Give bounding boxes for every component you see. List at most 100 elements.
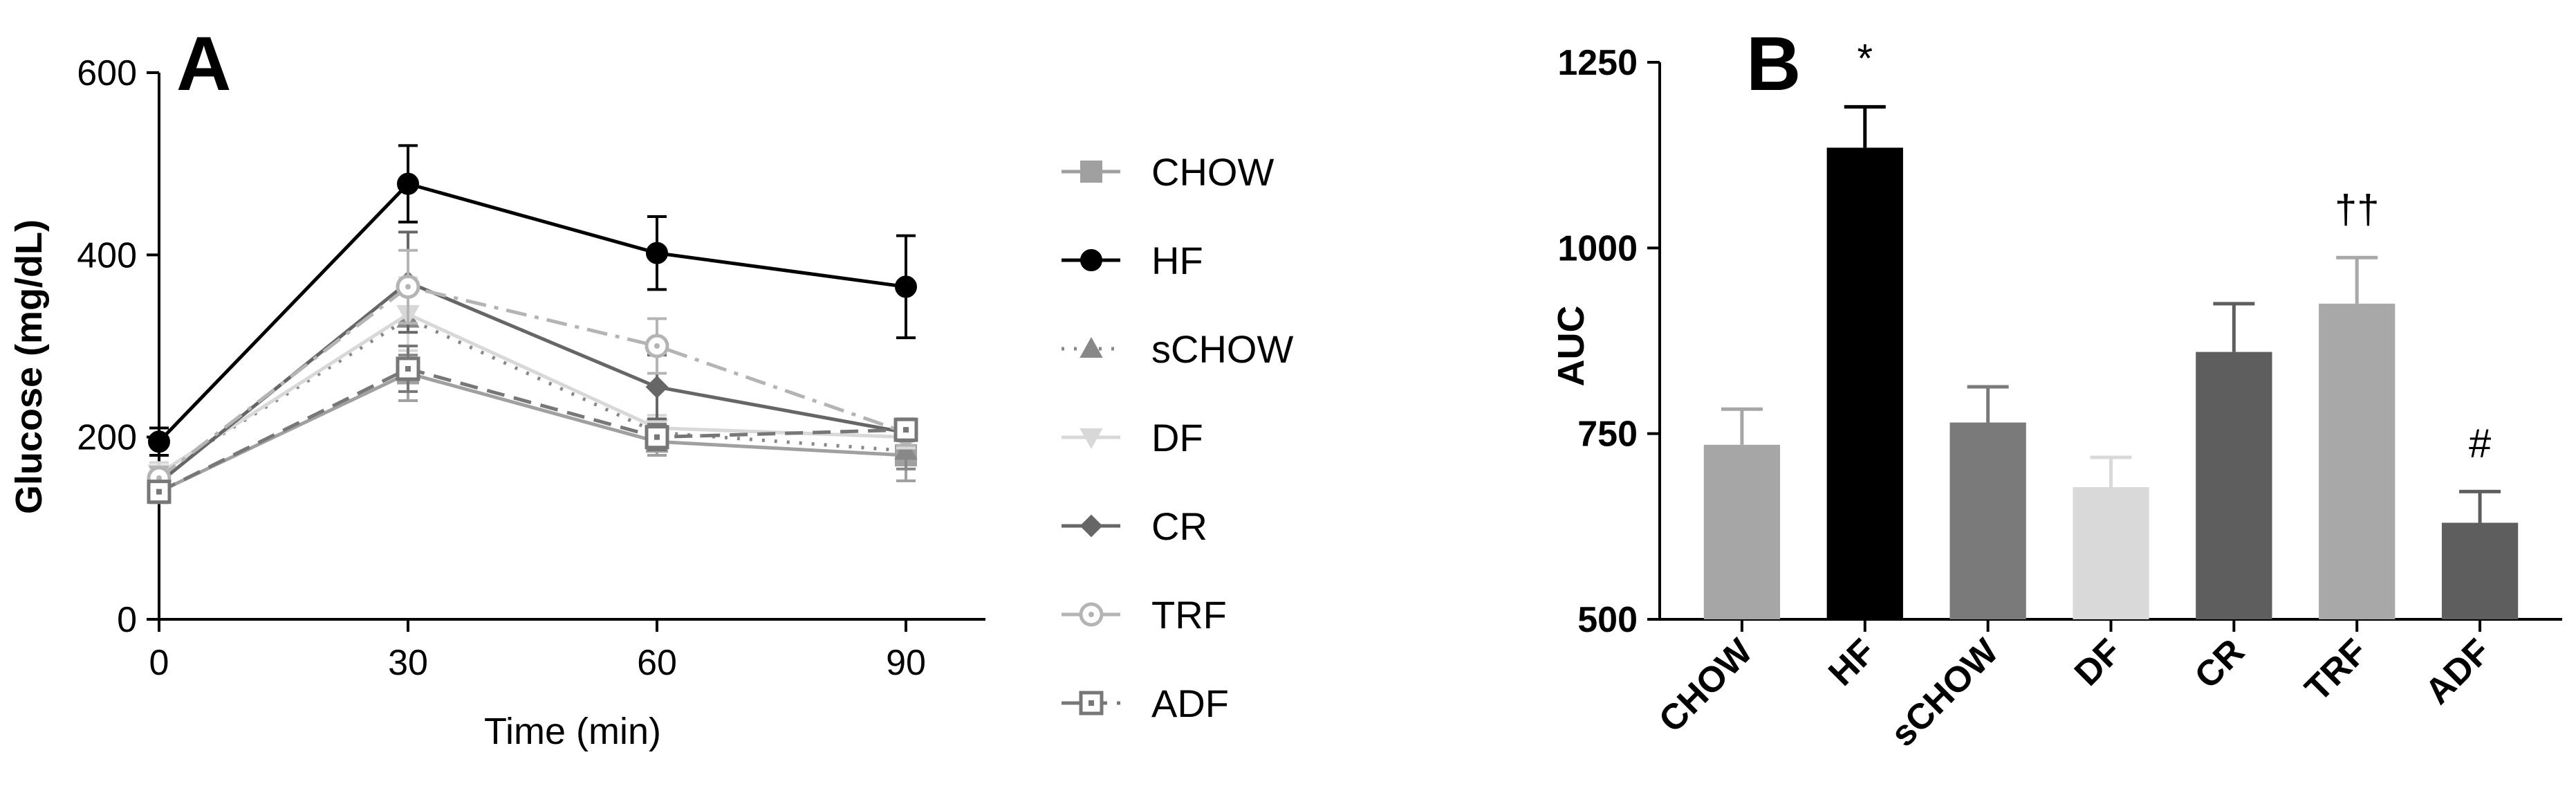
data-point-adf-center	[405, 365, 411, 372]
panel-a-axes	[147, 71, 985, 632]
bar-hf	[1826, 147, 1903, 619]
legend-item-trf: TRF	[1062, 593, 1227, 637]
legend-label: DF	[1151, 416, 1203, 459]
legend-marker	[1080, 161, 1102, 183]
bar-chow	[1703, 444, 1781, 619]
panel-b-bars	[1703, 104, 2519, 619]
panel-a-letter: A	[176, 21, 231, 107]
panel-a-y-tick-label: 200	[77, 418, 137, 458]
panel-b-y-tick-labels: 500 750 1000 1250	[1557, 43, 1638, 640]
data-point-adf-center	[654, 434, 660, 440]
bar-group-adf	[2441, 489, 2519, 619]
series-hf	[148, 144, 917, 457]
panel-a-x-tick-label: 30	[388, 643, 428, 683]
series-line-hf	[158, 181, 907, 443]
data-point-hf	[148, 430, 170, 453]
bar-group-trf	[2319, 255, 2396, 619]
panel-b-x-tick-label: CR	[2187, 631, 2252, 696]
legend-item-df: DF	[1062, 416, 1203, 459]
data-point-adf	[893, 417, 918, 442]
panel-a-x-tick-label: 0	[149, 643, 169, 683]
legend-label: sCHOW	[1151, 327, 1293, 371]
panel-a-y-tick-label: 400	[77, 235, 137, 275]
legend-label: CR	[1151, 504, 1207, 548]
series-line-cr	[158, 280, 907, 484]
legend-label: CHOW	[1151, 150, 1274, 194]
series-line-trf	[158, 284, 907, 480]
panel-b-y-axis-title: AUC	[1550, 306, 1592, 387]
data-point-adf-center	[156, 489, 162, 495]
panel-b-y-tick-label: 1250	[1557, 43, 1638, 83]
data-point-schow	[894, 439, 918, 460]
data-point-hf	[895, 275, 917, 298]
panel-b-x-tick-label: sCHOW	[1883, 631, 2007, 755]
series-line-df	[158, 312, 907, 475]
legend-marker	[1080, 249, 1102, 271]
data-point-cr	[645, 375, 669, 399]
legend-marker	[1079, 691, 1104, 715]
legend-marker-center	[1088, 700, 1094, 706]
bar-group-chow	[1703, 407, 1781, 619]
legend-marker	[1079, 514, 1103, 538]
data-point-trf-center	[405, 284, 411, 290]
panel-a-x-tick-label: 60	[637, 643, 677, 683]
panel-a-x-tick-label: 90	[886, 643, 926, 683]
series-line-chow	[158, 371, 907, 493]
legend-marker	[1079, 336, 1103, 358]
panel-a-legend: CHOW HF sCHOW DF CR TRF ADF	[1062, 150, 1293, 725]
legend-marker-center	[1088, 612, 1094, 617]
data-point-trf-center	[654, 343, 660, 349]
bar-schow	[1949, 422, 2026, 619]
significance-annotation: #	[2469, 421, 2491, 466]
panel-b-x-tick-label: DF	[2067, 631, 2129, 693]
panel-b-y-tick-label: 750	[1577, 414, 1638, 455]
series-df	[147, 276, 918, 486]
legend-item-schow: sCHOW	[1062, 327, 1293, 371]
legend-marker	[1079, 428, 1103, 450]
data-point-trf-center	[156, 475, 162, 481]
legend-item-cr: CR	[1062, 504, 1207, 548]
panel-b-x-tick-label: TRF	[2297, 631, 2375, 709]
data-point-hf	[646, 241, 668, 264]
legend-label: HF	[1151, 239, 1203, 282]
bar-cr	[2196, 352, 2272, 619]
legend-label: ADF	[1151, 682, 1229, 725]
panel-b-x-tick-label: HF	[1821, 631, 1883, 693]
bar-adf	[2441, 522, 2519, 619]
bar-group-cr	[2196, 302, 2272, 619]
panel-a-y-axis-title: Glucose (mg/dL)	[8, 219, 50, 514]
legend-label: TRF	[1151, 593, 1227, 637]
panel-a-line-chart: A Glucose (mg/dL) Time (min) 0200400600 …	[8, 21, 1293, 752]
bar-df	[2073, 486, 2149, 619]
panel-a-y-tick-label: 600	[77, 53, 137, 93]
panel-b-x-tick-label: ADF	[2418, 631, 2499, 712]
series-adf	[147, 345, 918, 504]
legend-item-hf: HF	[1062, 239, 1203, 282]
legend-item-chow: CHOW	[1062, 150, 1274, 194]
panel-a-x-tick-labels: 0 30 60 90	[149, 643, 926, 683]
panel-b-annotations: * †† #	[1857, 36, 2491, 466]
data-point-hf	[397, 172, 419, 195]
panel-a-series	[147, 144, 918, 504]
bar-group-schow	[1949, 385, 2026, 619]
panel-a-x-axis-title: Time (min)	[484, 711, 661, 752]
bar-trf	[2319, 303, 2396, 619]
panel-a-y-tick-label: 0	[117, 600, 137, 640]
bar-group-df	[2073, 455, 2149, 619]
legend-item-adf: ADF	[1062, 682, 1229, 725]
panel-b-y-tick-label: 500	[1577, 600, 1638, 640]
panel-b-y-tick-label: 1000	[1557, 228, 1638, 268]
data-point-adf-center	[903, 427, 909, 433]
panel-b-x-tick-label: CHOW	[1651, 631, 1761, 740]
series-schow	[147, 280, 918, 486]
panel-b-letter: B	[1746, 21, 1801, 107]
significance-annotation: ††	[2335, 187, 2380, 232]
panel-a-y-tick-labels: 0 200 400 600	[77, 53, 137, 640]
bar-group-hf	[1826, 104, 1903, 619]
significance-annotation: *	[1857, 36, 1873, 81]
series-line-adf	[158, 367, 907, 493]
data-point-adf	[147, 480, 172, 504]
